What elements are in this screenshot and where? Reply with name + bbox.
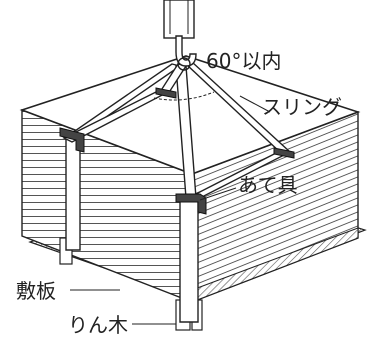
angle-arc	[153, 91, 215, 101]
corner-pads	[59, 87, 295, 215]
sling-front-right-drop	[179, 197, 199, 323]
crane-hook	[163, 0, 197, 71]
pad-back-left	[155, 87, 177, 99]
pad-front-left	[59, 127, 85, 153]
label-sling: スリング	[262, 95, 342, 119]
label-base-board: 敷板	[16, 279, 56, 303]
label-angle: 60°以内	[206, 49, 281, 73]
leader-pad	[199, 187, 237, 201]
leader-lines	[70, 95, 271, 325]
pad-back-right	[273, 147, 295, 159]
sling-front-left-drop	[65, 134, 81, 251]
label-pad: あて具	[238, 173, 298, 197]
label-spacer: りん木	[68, 313, 128, 337]
pad-front-right	[175, 193, 207, 215]
leader-sling	[239, 95, 271, 113]
